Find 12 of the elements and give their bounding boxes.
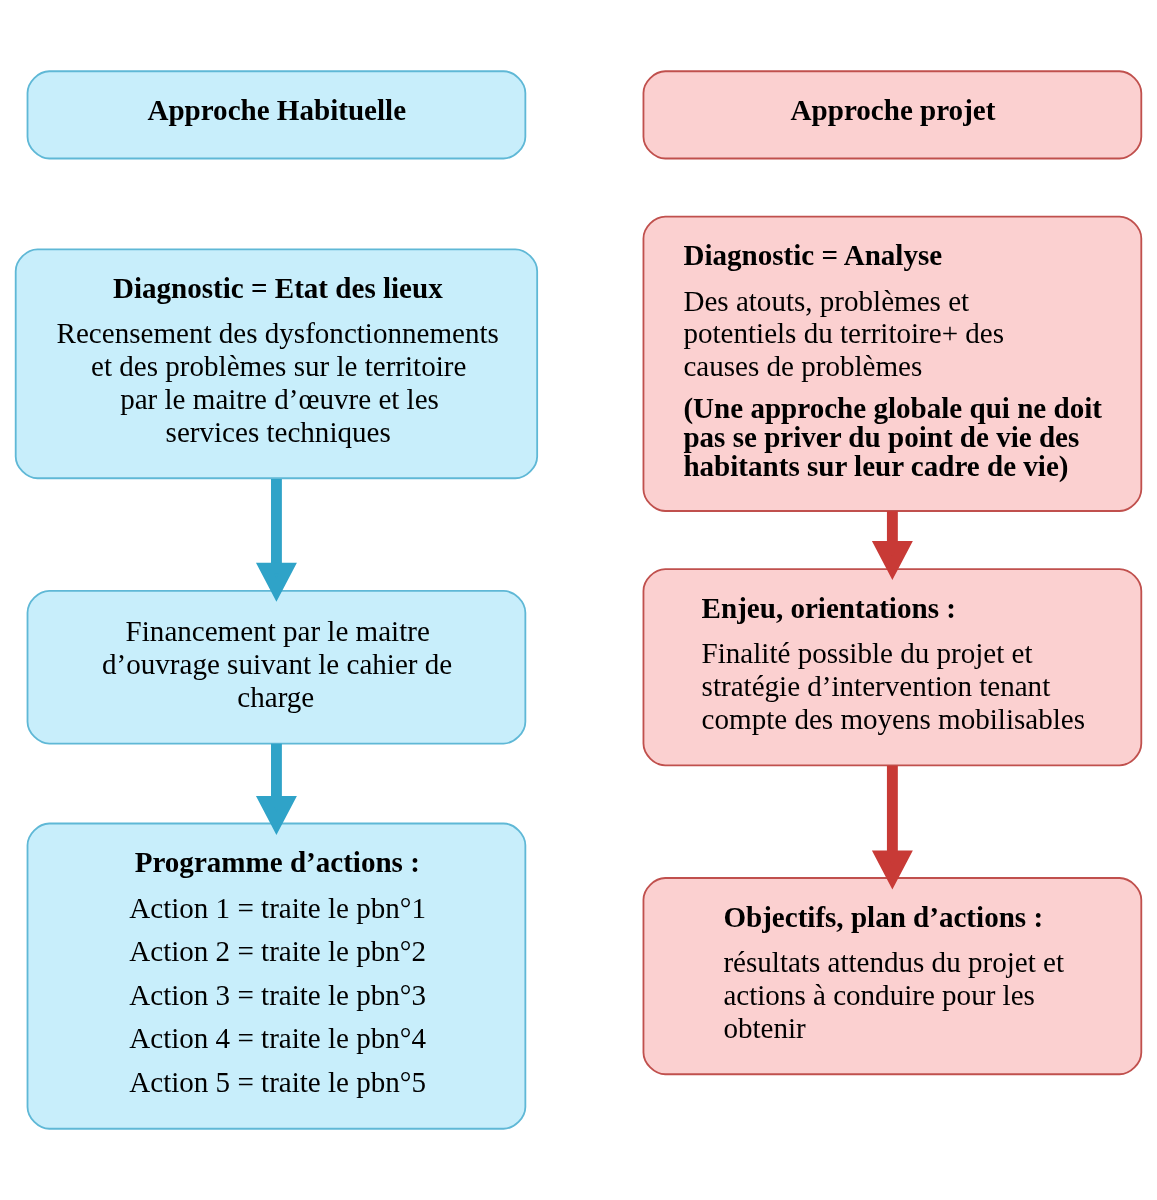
node-box: Programme d’actions : Action 1 = traite le pbn°1 Action 2 = traite le pbn°2 Action 3 = traite le pbn°3 Action 4 = traite le pbn°4 Action 5 = traite le pbn°5 (26, 822, 527, 1130)
arrow (255, 743, 297, 836)
node-box: Financement par le maitre d’ouvrage suivant le cahier de charge (26, 590, 527, 745)
node-box: Enjeu, orientations : Finalité possible du projet et stratégie d’intervention tenant compte des moyens mobilisables (642, 568, 1143, 767)
node-box: Diagnostic = Etat des lieux Recensement des dysfonctionnements et des problèmes sur le territoire par le maitre d’œuvre et les services techniques (14, 248, 539, 480)
arrow (871, 765, 913, 890)
node-box: Diagnostic = Analyse Des atouts, problèmes et potentiels du territoire+ des causes de problèmes (Une approche globale qui ne doit pas se priver du point de vie des habitants sur leur cadre de vie) (642, 215, 1143, 512)
arrow (255, 478, 297, 602)
arrow (871, 511, 913, 580)
node-box: Approche projet (642, 70, 1143, 160)
node-box: Approche Habituelle (26, 70, 527, 160)
node-box: Objectifs, plan d’actions : résultats attendus du projet et actions à conduire pour les obtenir (642, 877, 1143, 1076)
